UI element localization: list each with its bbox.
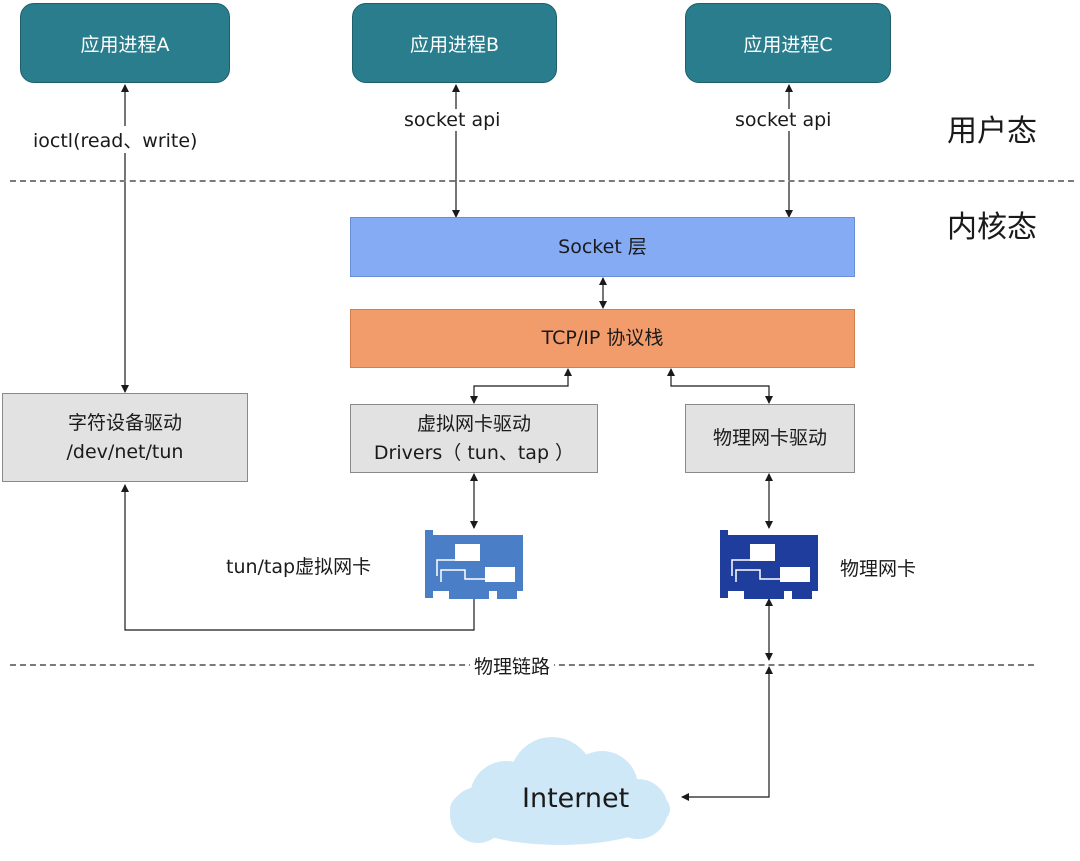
virtual-nic-label: tun/tap虚拟网卡 xyxy=(226,556,372,578)
virtual-driver-title: 虚拟网卡驱动 xyxy=(416,413,531,435)
process-b-box: 应用进程B xyxy=(352,3,557,83)
link-internet-arrow xyxy=(681,666,773,801)
tun-loop-to-char-device xyxy=(121,484,475,631)
socket-api-c-label: socket api xyxy=(733,109,834,131)
char-device-path: /dev/net/tun xyxy=(66,440,184,463)
process-a-box: 应用进程A xyxy=(20,3,230,83)
tcpip-stack-box: TCP/IP 协议栈 xyxy=(350,309,855,368)
socket-api-b-label: socket api xyxy=(402,109,503,131)
physical-nic-label: 物理网卡 xyxy=(840,558,917,580)
virtual-driver-subtitle: Drivers（ tun、tap ） xyxy=(373,441,575,464)
process-b-label: 应用进程B xyxy=(409,33,500,56)
kernel-space-label: 内核态 xyxy=(947,210,1037,245)
char-device-driver-box: 字符设备驱动 /dev/net/tun xyxy=(2,393,248,482)
socket-layer-label: Socket 层 xyxy=(558,235,647,258)
ioctl-label: ioctl(read、write) xyxy=(31,126,200,153)
process-a-label: 应用进程A xyxy=(80,33,170,56)
socket-layer-box: Socket 层 xyxy=(350,217,855,277)
user-kernel-divider xyxy=(10,180,1074,182)
process-c-label: 应用进程C xyxy=(743,33,833,56)
tcp-physical-driver-arrow xyxy=(667,368,773,404)
char-device-title: 字符设备驱动 xyxy=(67,412,182,434)
tcpip-stack-label: TCP/IP 协议栈 xyxy=(541,327,664,350)
internet-cloud-icon xyxy=(450,737,670,845)
physical-link-label: 物理链路 xyxy=(470,652,555,679)
virtual-nic-driver-box: 虚拟网卡驱动 Drivers（ tun、tap ） xyxy=(350,404,598,473)
internet-label: Internet xyxy=(522,783,630,814)
tcp-virtual-driver-arrow xyxy=(470,368,572,404)
virtual-nic-card-icon xyxy=(425,530,523,599)
physical-nic-driver-box: 物理网卡驱动 xyxy=(685,404,855,473)
process-c-box: 应用进程C xyxy=(685,3,891,83)
physical-driver-label: 物理网卡驱动 xyxy=(712,427,827,450)
physical-nic-card-icon xyxy=(720,530,818,599)
user-space-label: 用户态 xyxy=(947,114,1037,149)
